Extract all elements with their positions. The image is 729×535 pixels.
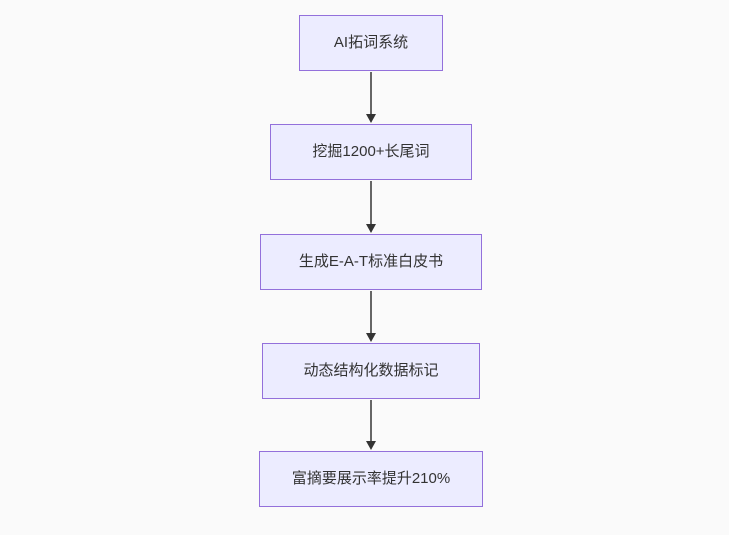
arrowhead-down-icon: [366, 333, 376, 342]
flow-node-label: 生成E-A-T标准白皮书: [298, 252, 444, 270]
flow-edge-4: [364, 400, 378, 450]
flow-edge-3: [364, 291, 378, 342]
flow-edge-2: [364, 181, 378, 233]
flow-node-structured-data-markup: 动态结构化数据标记: [262, 343, 480, 399]
edge-line: [370, 291, 372, 333]
edge-line: [370, 400, 372, 441]
flow-node-ai-keyword-system: AI拓词系统: [299, 15, 443, 71]
edge-line: [370, 72, 372, 114]
flow-node-label: 挖掘1200+长尾词: [312, 142, 430, 160]
arrowhead-down-icon: [366, 224, 376, 233]
flow-node-label: 富摘要展示率提升210%: [291, 469, 451, 487]
flow-node-label: 动态结构化数据标记: [303, 361, 439, 379]
edge-line: [370, 181, 372, 224]
flow-node-longtail-mining: 挖掘1200+长尾词: [270, 124, 472, 180]
flow-node-eat-whitepaper: 生成E-A-T标准白皮书: [260, 234, 482, 290]
arrowhead-down-icon: [366, 441, 376, 450]
flow-node-rich-snippet-result: 富摘要展示率提升210%: [259, 451, 483, 507]
arrowhead-down-icon: [366, 114, 376, 123]
flow-edge-1: [364, 72, 378, 123]
flow-node-label: AI拓词系统: [333, 33, 409, 51]
